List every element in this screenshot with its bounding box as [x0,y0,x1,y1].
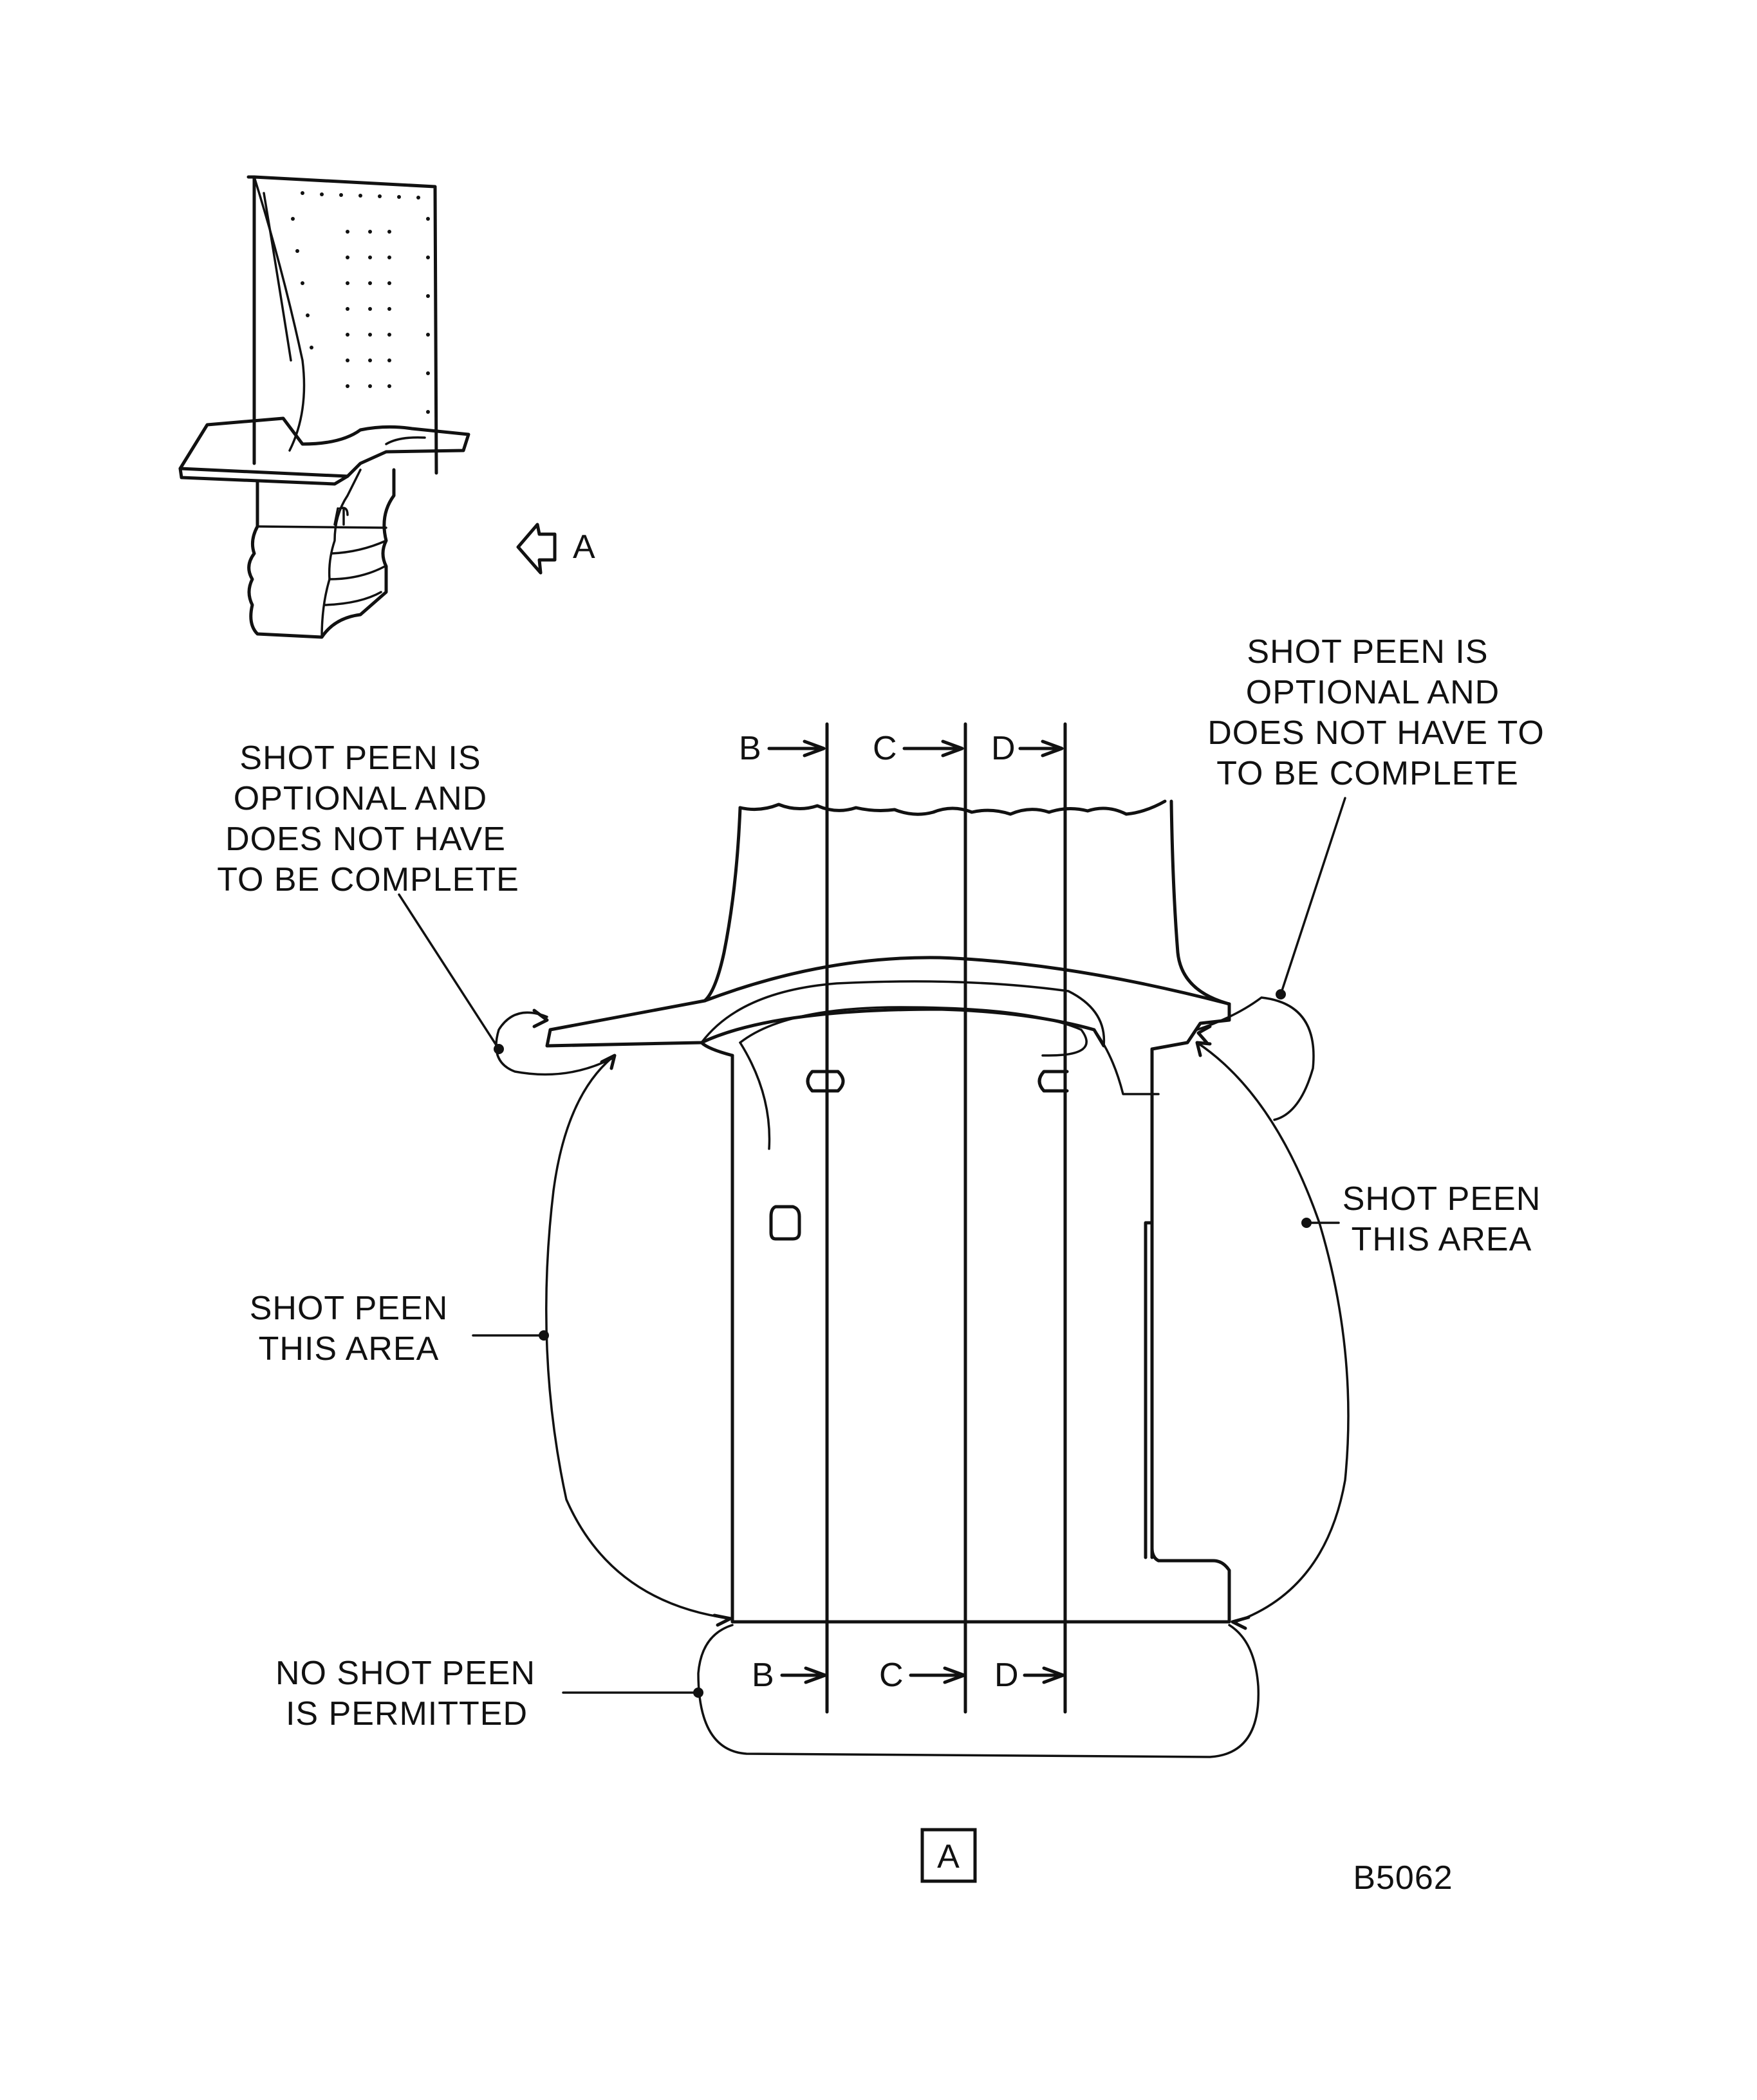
blade-isometric-view [178,175,470,639]
note-right-area: SHOT PEEN THIS AREA [1343,1180,1541,1258]
blade-section-view [545,722,1231,1714]
view-arrow-a: A [516,523,596,575]
note-top-right-line-3: DOES NOT HAVE TO [1207,714,1545,752]
optional-zone-left [398,893,613,1076]
note-top-right-line-4: TO BE COMPLETE [1216,755,1519,792]
no-peen-zone [562,1624,1260,1758]
note-bottom: NO SHOT PEEN IS PERMITTED [275,1655,535,1733]
view-arrow-label: A [573,528,596,566]
note-left-area: SHOT PEEN THIS AREA [250,1290,449,1368]
figure-id: B5062 [1353,1859,1453,1897]
note-top-right-line-2: OPTIONAL AND [1246,674,1500,711]
view-label-box: A [920,1828,977,1883]
note-right-area-line-2: THIS AREA [1352,1221,1532,1258]
note-left-area-line-2: THIS AREA [259,1330,440,1368]
section-mark-b-bottom: B [752,1657,775,1694]
shot-peen-zone-right [1195,1041,1350,1630]
shot-peen-zone-left [472,1054,732,1627]
section-mark-c-top: C [873,730,898,767]
note-left-area-line-1: SHOT PEEN [250,1290,449,1327]
section-mark-c-bottom: C [879,1657,904,1694]
section-marks-top: B C D [739,730,1064,767]
section-mark-d-top: D [991,730,1016,767]
note-top-left-line-3: DOES NOT HAVE [225,821,506,858]
note-top-left-line-4: TO BE COMPLETE [217,861,519,898]
note-top-left-line-2: OPTIONAL AND [234,780,487,817]
note-top-left: SHOT PEEN IS OPTIONAL AND DOES NOT HAVE … [217,739,519,898]
note-bottom-line-2: IS PERMITTED [286,1695,528,1733]
note-right-area-line-1: SHOT PEEN [1343,1180,1541,1218]
note-top-right: SHOT PEEN IS OPTIONAL AND DOES NOT HAVE … [1207,633,1545,792]
section-marks-bottom: B C D [752,1657,1065,1694]
note-top-left-line-1: SHOT PEEN IS [239,739,481,777]
note-top-right-line-1: SHOT PEEN IS [1247,633,1488,671]
note-bottom-line-1: NO SHOT PEEN [275,1655,535,1692]
section-mark-d-bottom: D [994,1657,1019,1694]
section-mark-b-top: B [739,730,762,767]
optional-zone-right [1196,797,1346,1121]
view-label-text: A [937,1838,960,1875]
